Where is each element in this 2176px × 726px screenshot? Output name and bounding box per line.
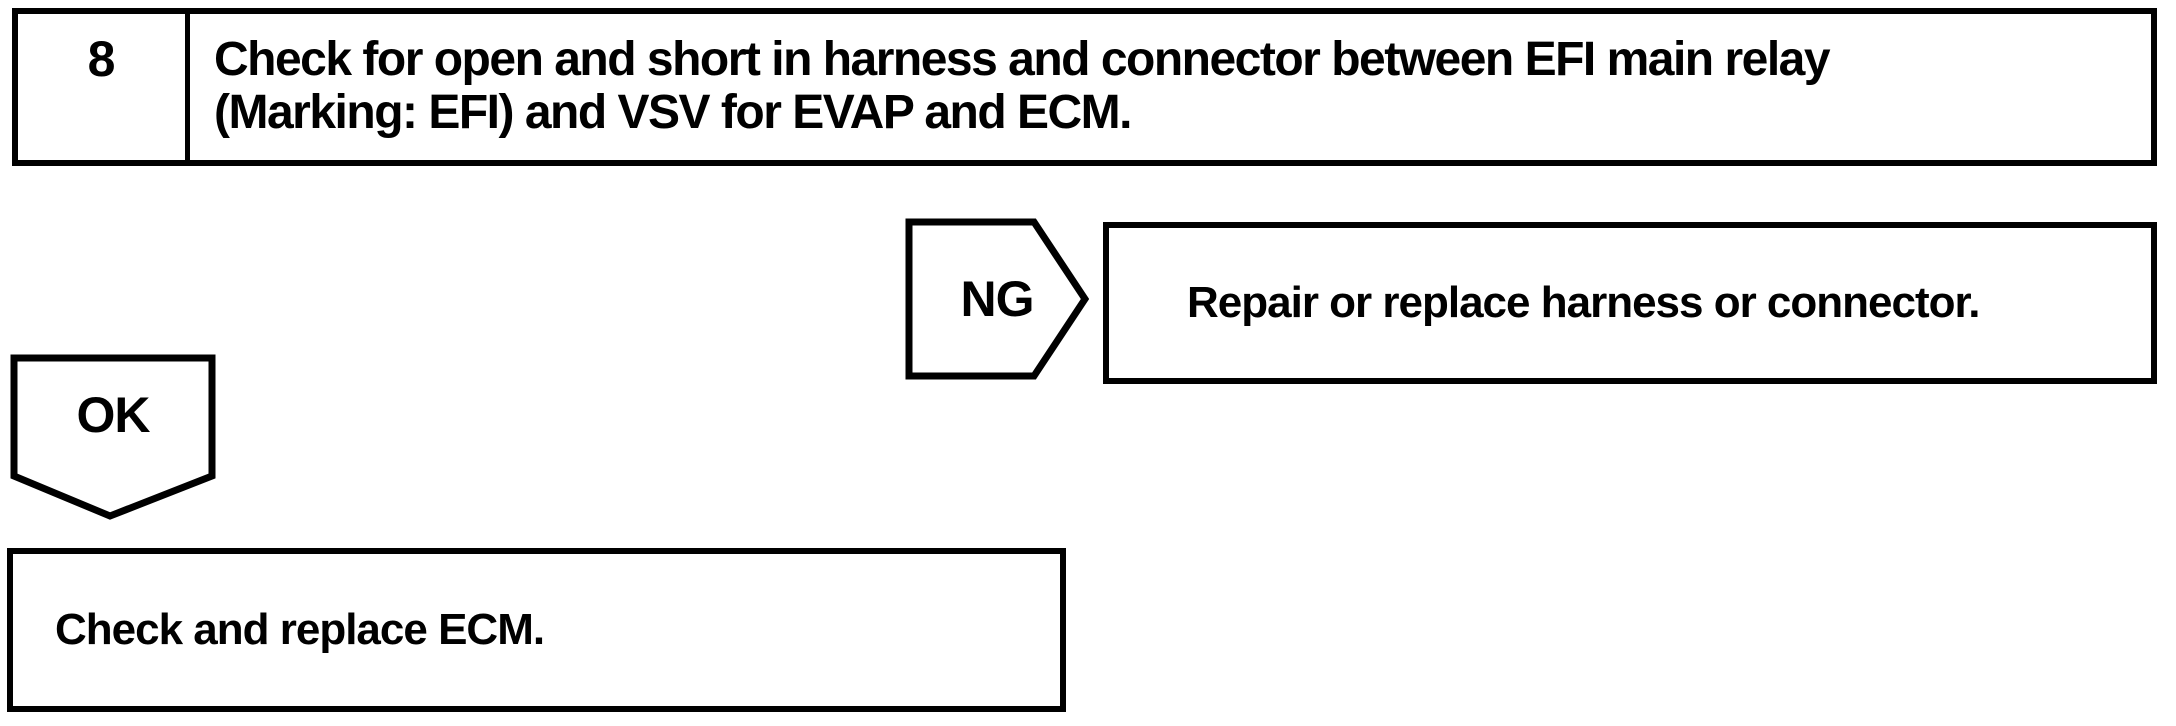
ng-action-text: Repair or replace harness or connector. xyxy=(1187,278,1980,327)
ok-connector: OK xyxy=(10,354,216,520)
step-instruction-line-1: Check for open and short in harness and … xyxy=(214,33,1831,86)
step-instruction: Check for open and short in harness and … xyxy=(190,14,2151,160)
ng-pointer-shape-icon xyxy=(905,218,1089,380)
ok-action-box: Check and replace ECM. xyxy=(7,548,1066,712)
step-instruction-line-2: (Marking: EFI) and VSV for EVAP and ECM. xyxy=(214,86,1133,139)
ng-connector-label: NG xyxy=(960,271,1035,327)
ng-connector: NG xyxy=(905,218,1089,380)
ng-action-box: Repair or replace harness or connector. xyxy=(1103,222,2157,384)
ok-connector-label: OK xyxy=(76,387,151,443)
ok-pointer-shape-icon xyxy=(10,354,216,520)
step-number: 8 xyxy=(18,14,190,160)
step-header-box: 8 Check for open and short in harness an… xyxy=(12,8,2157,166)
ok-action-text: Check and replace ECM. xyxy=(55,605,545,654)
